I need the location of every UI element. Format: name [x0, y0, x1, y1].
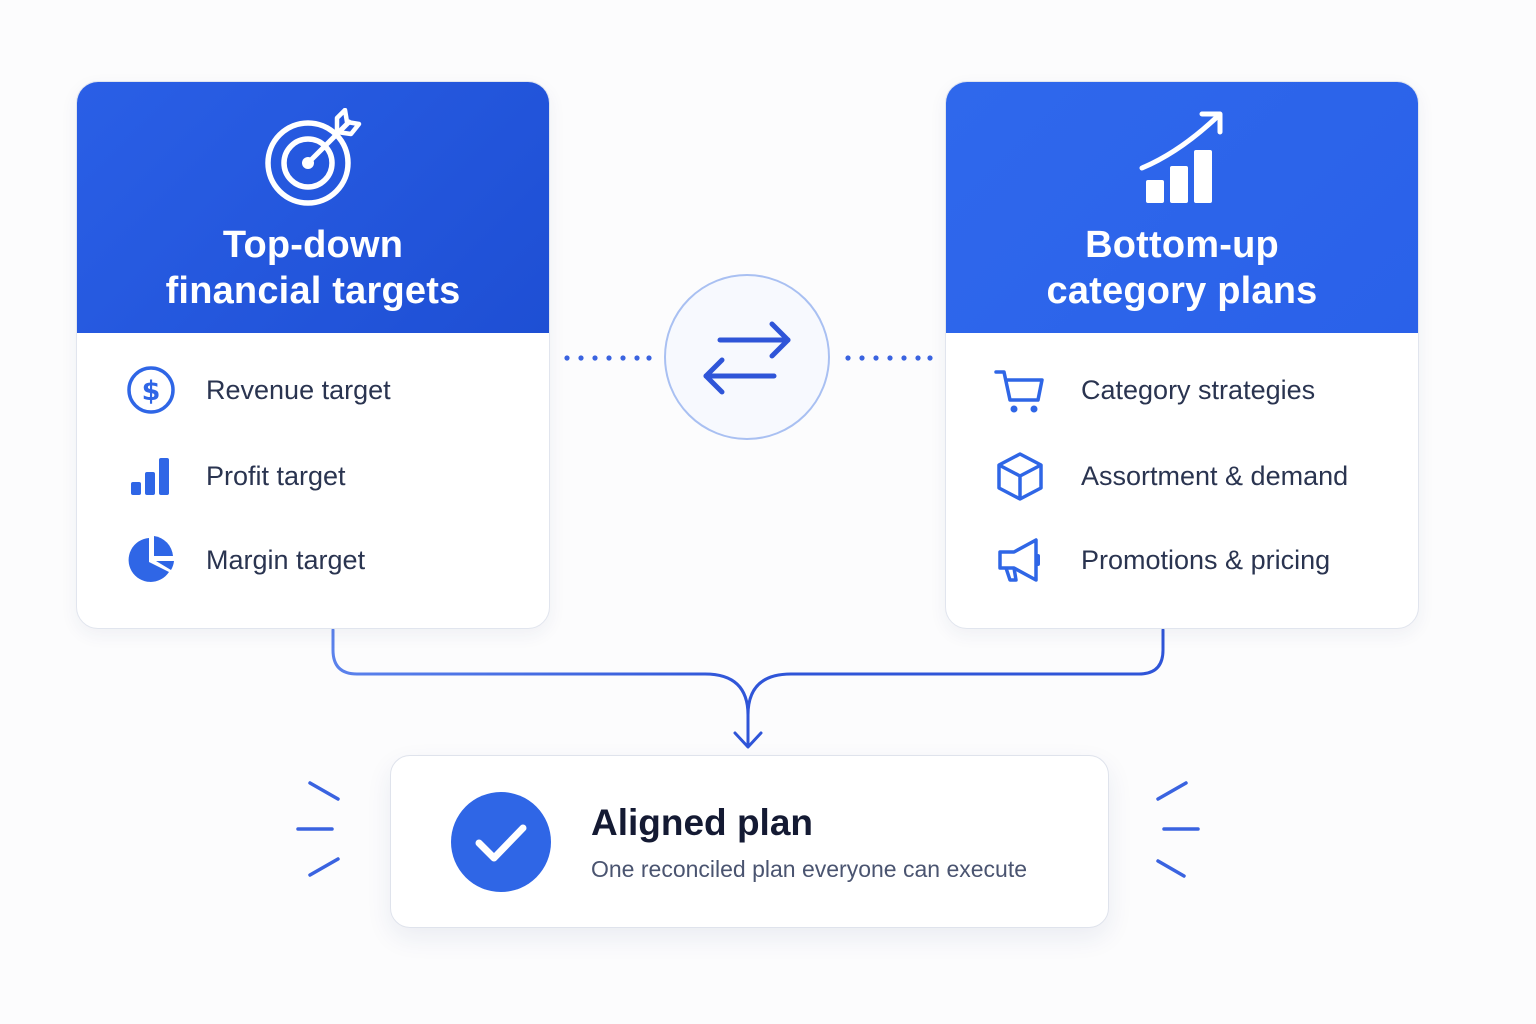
swap-arrows-icon	[703, 321, 791, 395]
item-label: Margin target	[206, 545, 366, 575]
cart-icon	[994, 370, 1044, 413]
dotted-connector-right	[845, 355, 933, 361]
svg-text:$: $	[142, 376, 161, 407]
check-badge	[451, 792, 551, 892]
result-title: Aligned plan	[591, 802, 813, 843]
list-item-assortment: Assortment & demand	[946, 448, 1418, 508]
item-label: Assortment & demand	[1081, 461, 1349, 491]
bottom-up-title: Bottom-up category plans	[1046, 224, 1318, 312]
list-item-revenue: $ Revenue target	[77, 362, 549, 422]
burst-accent-right	[1156, 781, 1200, 878]
top-down-header: Top-down financial targets	[77, 82, 549, 333]
burst-accent-left	[296, 781, 340, 877]
target-icon	[265, 108, 362, 206]
box-icon	[997, 452, 1043, 501]
pie-chart-icon	[128, 536, 174, 582]
bottom-up-card: Bottom-up category plans Category strate…	[945, 81, 1419, 629]
item-label: Revenue target	[206, 375, 391, 405]
dollar-icon: $	[127, 366, 175, 414]
list-item-profit: Profit target	[77, 448, 549, 508]
list-item-category-strategies: Category strategies	[946, 362, 1418, 422]
aligned-plan-card: Aligned plan One reconciled plan everyon…	[390, 755, 1109, 928]
item-label: Category strategies	[1081, 375, 1316, 405]
item-label: Promotions & pricing	[1081, 545, 1331, 575]
megaphone-icon	[998, 538, 1040, 582]
growth-chart-icon	[1139, 111, 1223, 203]
result-subtitle: One reconciled plan everyone can execute	[591, 856, 1028, 882]
item-label: Profit target	[206, 461, 346, 491]
dotted-connector-left	[564, 355, 652, 361]
exchange-circle	[664, 274, 830, 440]
check-icon	[475, 824, 527, 862]
bar-chart-icon	[131, 458, 169, 495]
arrow-down-icon	[733, 731, 763, 749]
list-item-margin: Margin target	[77, 532, 549, 592]
bottom-up-header: Bottom-up category plans	[946, 82, 1418, 333]
list-item-promotions: Promotions & pricing	[946, 532, 1418, 592]
top-down-title: Top-down financial targets	[165, 224, 461, 312]
top-down-card: Top-down financial targets $ Revenue tar…	[76, 81, 550, 629]
